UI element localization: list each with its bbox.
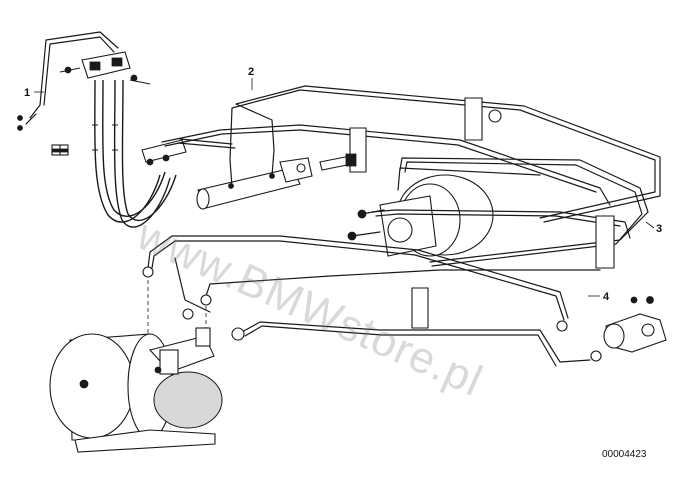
hose-bracket bbox=[59, 51, 151, 85]
pipe-clip-icon bbox=[349, 97, 615, 329]
bolt-icon bbox=[17, 115, 23, 131]
pipe-1 bbox=[25, 31, 119, 125]
callout-leaders bbox=[34, 78, 655, 297]
master-cylinder-icon bbox=[196, 149, 313, 210]
front-brake-hoses bbox=[92, 79, 177, 228]
pipe-3 bbox=[371, 157, 649, 267]
callout-3: 3 bbox=[656, 223, 662, 235]
lower-hose-bracket bbox=[141, 138, 236, 166]
callout-4: 4 bbox=[603, 291, 610, 303]
rear-brake-unit bbox=[49, 327, 223, 453]
callout-1: 1 bbox=[24, 87, 30, 99]
bolt-icon bbox=[319, 153, 357, 171]
part-number: 00004423 bbox=[602, 449, 647, 460]
line-fittings bbox=[142, 266, 602, 362]
pipe-4 bbox=[147, 235, 601, 367]
pressure-regulator-icon bbox=[603, 296, 667, 353]
callout-2: 2 bbox=[248, 66, 254, 78]
pipe-2 bbox=[161, 85, 661, 223]
pipe-clip-icon bbox=[51, 144, 69, 156]
